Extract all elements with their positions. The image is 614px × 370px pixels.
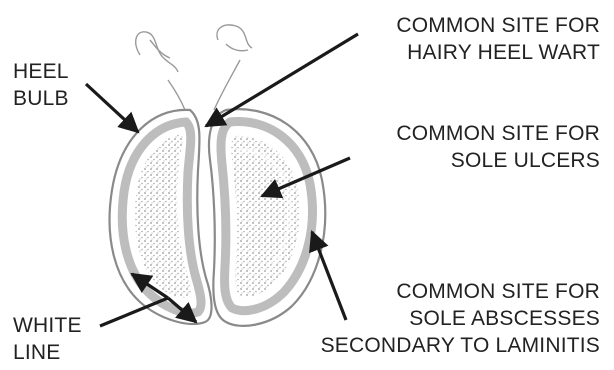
sole-ulcers-line-2: SOLE ULCERS bbox=[396, 147, 600, 174]
white-line-label: WHITE LINE bbox=[13, 312, 82, 366]
sole-abscesses-label: COMMON SITE FOR SOLE ABSCESSES SECONDARY… bbox=[321, 278, 600, 359]
heel-bulb-line-1: HEEL bbox=[13, 58, 69, 85]
heel-bulb-line-2: BULB bbox=[13, 85, 69, 112]
sole-abscesses-line-3: SECONDARY TO LAMINITIS bbox=[321, 332, 600, 359]
hairy-heel-wart-label: COMMON SITE FOR HAIRY HEEL WART bbox=[396, 12, 600, 66]
hairy-heel-wart-line-2: HAIRY HEEL WART bbox=[396, 39, 600, 66]
hairy-heel-wart-line-1: COMMON SITE FOR bbox=[396, 12, 600, 39]
heel-bulb-label: HEEL BULB bbox=[13, 58, 69, 112]
sole-ulcers-label: COMMON SITE FOR SOLE ULCERS bbox=[396, 120, 600, 174]
sole-abscesses-line-1: COMMON SITE FOR bbox=[321, 278, 600, 305]
sole-ulcers-line-1: COMMON SITE FOR bbox=[396, 120, 600, 147]
white-line-line-1: WHITE bbox=[13, 312, 82, 339]
dewclaw-sketch bbox=[136, 25, 252, 110]
sole-abscesses-line-2: SOLE ABSCESSES bbox=[321, 305, 600, 332]
heel-bulb-arrow bbox=[86, 84, 138, 132]
right-claw bbox=[209, 109, 325, 326]
white-line-line-2: LINE bbox=[13, 339, 82, 366]
